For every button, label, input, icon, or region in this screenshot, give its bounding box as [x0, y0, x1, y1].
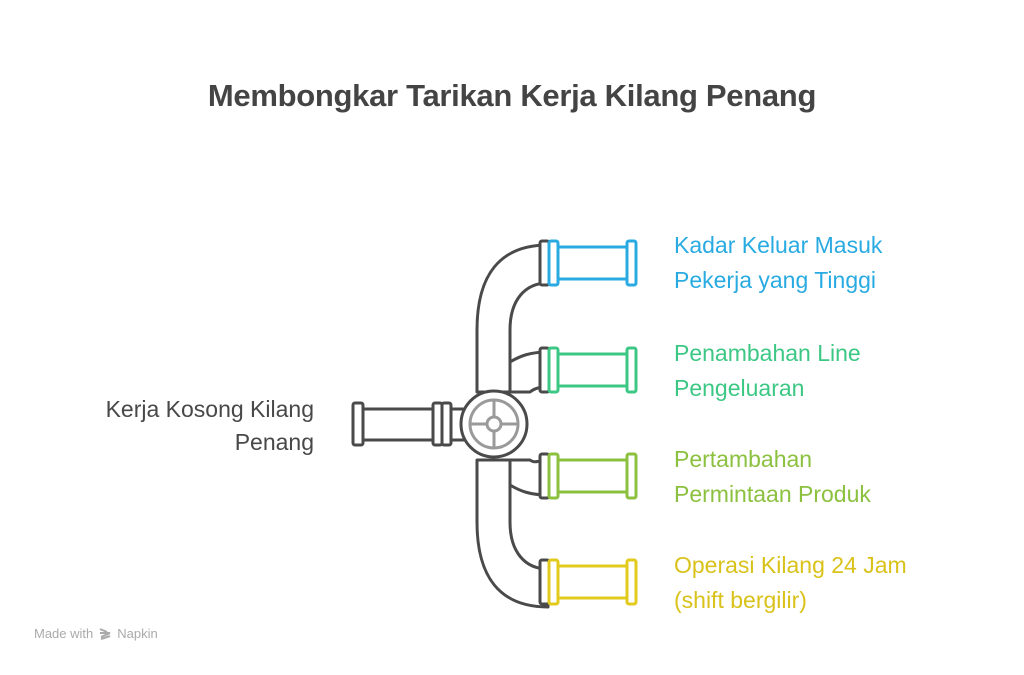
- output-item-product-demand: Pertambahan Permintaan Produk: [674, 442, 871, 512]
- output-line2: (shift bergilir): [674, 587, 807, 613]
- watermark-brand: Napkin: [117, 626, 158, 641]
- output-item-production-line: Penambahan Line Pengeluaran: [674, 336, 861, 406]
- output-line1: Kadar Keluar Masuk: [674, 232, 883, 258]
- output-line1: Operasi Kilang 24 Jam: [674, 552, 907, 578]
- output-line1: Penambahan Line: [674, 340, 861, 366]
- output-line1: Pertambahan: [674, 446, 813, 472]
- page-title: Membongkar Tarikan Kerja Kilang Penang: [207, 78, 817, 113]
- source-label-line1: Kerja Kosong Kilang: [105, 396, 314, 422]
- output-item-turnover: Kadar Keluar Masuk Pekerja yang Tinggi: [674, 228, 882, 298]
- output-line2: Pengeluaran: [674, 375, 805, 401]
- source-label: Kerja Kosong Kilang Penang: [40, 393, 314, 459]
- watermark-text: Made with: [34, 626, 94, 641]
- source-label-line2: Penang: [234, 429, 314, 455]
- watermark: Made with Napkin: [34, 626, 158, 641]
- napkin-logo-icon: [99, 627, 111, 640]
- output-line2: Permintaan Produk: [674, 481, 871, 507]
- output-item-24h-operation: Operasi Kilang 24 Jam (shift bergilir): [674, 548, 907, 618]
- output-line2: Pekerja yang Tinggi: [674, 267, 877, 293]
